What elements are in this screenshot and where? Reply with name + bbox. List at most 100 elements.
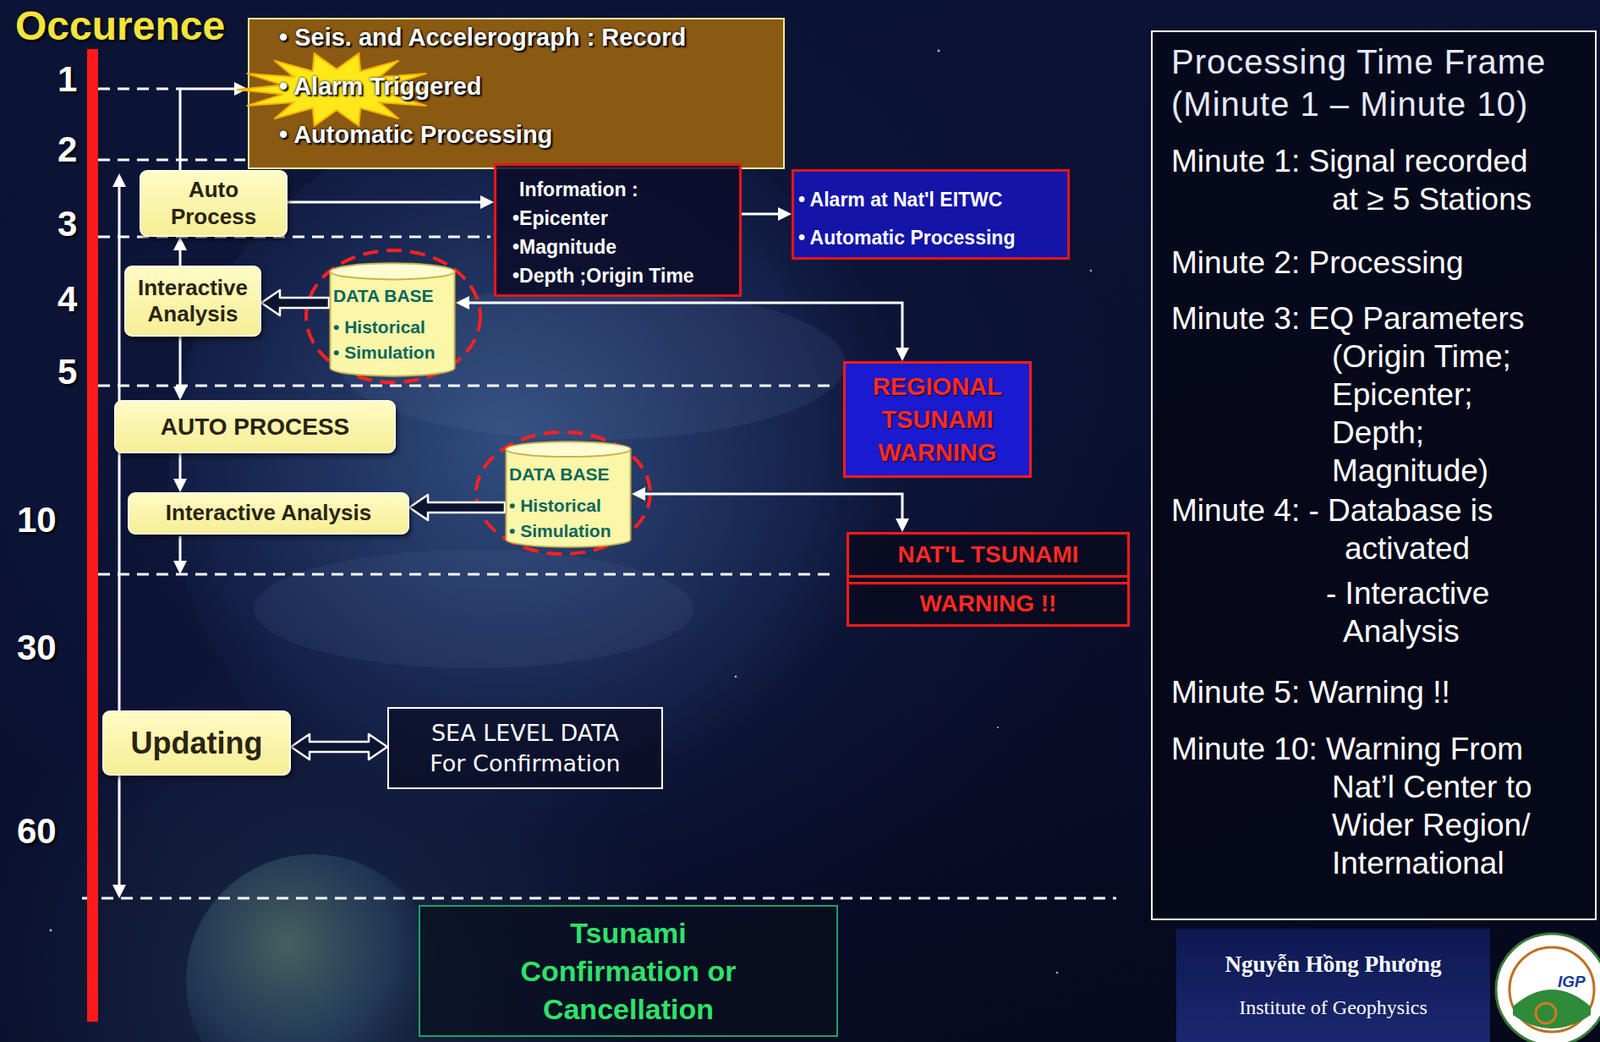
- node-text: • Alarm Triggered: [279, 71, 779, 102]
- stars: [49, 49, 1093, 975]
- warning-box: REGIONAL TSUNAMI WARNING: [843, 361, 1032, 478]
- connector: [290, 734, 388, 760]
- connector: [631, 487, 910, 532]
- logo-swirl: [1535, 1002, 1557, 1024]
- span-line: [118, 185, 121, 887]
- node-text: Interactive Analysis: [132, 274, 253, 328]
- node-text: Nguyễn Hồng Phương: [1224, 951, 1442, 978]
- node-text: Tsunami Confirmation or Cancellation: [488, 914, 768, 1029]
- star: [734, 675, 738, 679]
- cylinder-body: [330, 271, 455, 377]
- node-text: Minute 1: Signal recorded at ≥ 5 Station…: [1171, 142, 1544, 219]
- time-mark: 5: [57, 352, 77, 392]
- node-text: For Confirmation: [429, 748, 620, 779]
- database-cylinder: DATA BASE• Historical• Simulation: [504, 440, 632, 548]
- dashed-line: [82, 897, 1117, 900]
- cylinder-top: [330, 263, 455, 280]
- node-text: Minute 5: Warning !!: [1171, 673, 1544, 712]
- dashed-line: [98, 573, 838, 576]
- node-text: Information :: [519, 175, 735, 203]
- node-text: • Simulation: [333, 340, 454, 365]
- author-box: Nguyễn Hồng PhươngInstitute of Geophysic…: [1176, 928, 1491, 1042]
- hollow-arrow: [290, 734, 388, 760]
- earth: [186, 854, 440, 1042]
- arrow-head: [112, 173, 127, 187]
- connector: [741, 207, 792, 221]
- flow-line: [179, 536, 182, 563]
- cloud: [253, 549, 694, 669]
- node-text: NAT'L TSUNAMI: [849, 534, 1128, 578]
- time-mark: 2: [57, 130, 77, 170]
- process-box: AUTO PROCESS: [114, 400, 396, 454]
- node-text: • Simulation: [509, 519, 630, 543]
- time-mark: 3: [57, 204, 77, 244]
- arrow-head: [480, 195, 494, 209]
- connector: [180, 82, 248, 170]
- logo-field: [1512, 989, 1591, 1029]
- time-mark: 10: [16, 500, 57, 540]
- data-box: SEA LEVEL DATAFor Confirmation: [387, 706, 664, 790]
- node-text: Institute of Geophysics: [1238, 996, 1428, 1020]
- outcome-box: Tsunami Confirmation or Cancellation: [418, 904, 839, 1037]
- connector-line: [180, 88, 240, 170]
- node-text: REGIONAL TSUNAMI WARNING: [850, 370, 1025, 470]
- connector: [409, 494, 505, 521]
- alarm-box: • Alarm at Nat'l EITWC• Automatic Proces…: [791, 169, 1070, 260]
- hollow-arrow: [409, 494, 505, 521]
- process-box: Interactive Analysis: [124, 265, 262, 337]
- process-box: Updating: [102, 710, 291, 776]
- dashed-line: [98, 158, 246, 162]
- node-text: Minute 2: Processing: [1171, 243, 1544, 282]
- node-text: Interactive Analysis: [165, 499, 372, 527]
- time-mark: 4: [57, 279, 77, 319]
- logo-ring: [1509, 947, 1595, 1032]
- node-text: •Magnitude: [512, 233, 729, 261]
- connector-line: [464, 302, 903, 353]
- star: [937, 49, 941, 53]
- connector: [261, 290, 329, 316]
- node-text: • Automatic Processing: [279, 119, 779, 150]
- node-text: DATA BASE: [333, 284, 454, 308]
- node-text: AUTO PROCESS: [160, 412, 351, 442]
- node-text: - Interactive Analysis: [1171, 574, 1544, 651]
- arrow-head: [895, 347, 910, 362]
- node-text: WARNING !!: [849, 581, 1128, 625]
- cylinder-body: [506, 449, 631, 548]
- connector-line: [640, 493, 903, 524]
- timeline-panel: Processing Time Frame (Minute 1 – Minute…: [1150, 30, 1597, 921]
- arrow-head: [173, 560, 187, 575]
- node-text: SEA LEVEL DATA: [431, 717, 620, 749]
- time-lines: [82, 88, 1117, 899]
- arrow-head: [455, 295, 470, 310]
- arrow-head: [173, 236, 187, 251]
- time-mark: 30: [16, 628, 57, 668]
- database-cylinder: DATA BASE• Historical• Simulation: [328, 262, 456, 378]
- node-text: Processing Time Frame (Minute 1 – Minute…: [1171, 40, 1584, 126]
- node-text: • Seis. and Accelerograph : Record: [279, 21, 779, 53]
- connector: [455, 295, 910, 362]
- node-text: Updating: [131, 724, 264, 762]
- institute-logo: [1495, 933, 1600, 1042]
- cylinder-top: [506, 441, 631, 457]
- node-text: •Epicenter: [512, 204, 729, 232]
- highlight-ring: [306, 250, 481, 383]
- time-mark: 1: [57, 60, 77, 99]
- warning-box: NAT'L TSUNAMIWARNING !!: [846, 531, 1130, 627]
- time-axis: [87, 49, 99, 1022]
- node-text: • Historical: [509, 493, 630, 518]
- arrow-head: [895, 518, 910, 532]
- star: [997, 726, 999, 729]
- node-text: Auto Process: [147, 176, 280, 230]
- node-text: Minute 3: EQ Parameters (Origin Time; Ep…: [1171, 299, 1544, 490]
- arrow-head: [631, 487, 646, 501]
- node-text: •Depth ;Origin Time: [512, 262, 729, 290]
- hollow-arrow: [261, 290, 329, 316]
- star: [1056, 971, 1058, 974]
- node-text: • Automatic Processing: [798, 223, 1065, 253]
- axis-title: Occurence: [15, 3, 225, 50]
- process-box: Auto Process: [139, 169, 288, 237]
- star: [49, 929, 53, 932]
- info-box: Information :•Epicenter•Magnitude•Depth …: [493, 163, 742, 297]
- star: [1090, 269, 1092, 272]
